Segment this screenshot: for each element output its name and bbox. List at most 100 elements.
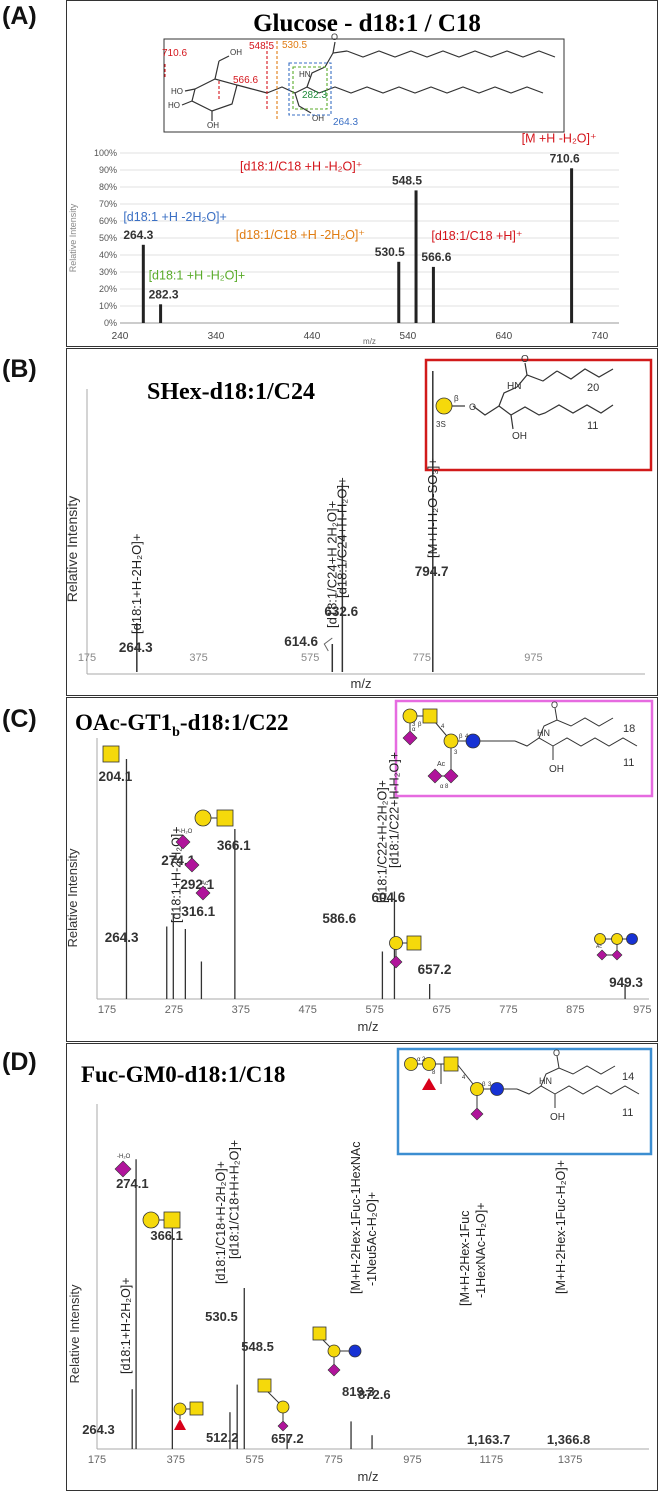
galnac-icon bbox=[216, 809, 234, 827]
x-axis-label: m/z bbox=[363, 337, 376, 346]
peak-label: 548.5 bbox=[392, 173, 422, 187]
frag-label: 548.5 bbox=[249, 41, 274, 52]
x-tick-label: 175 bbox=[98, 1004, 116, 1016]
svg-text:2: 2 bbox=[422, 1057, 426, 1063]
svg-text:Ac: Ac bbox=[596, 944, 602, 950]
peak-annotation: [M+H-2Hex-1Fuc-H₂O]+ bbox=[554, 1160, 568, 1294]
y-tick-label: 0% bbox=[104, 318, 117, 328]
peak-label: 614.6 bbox=[284, 634, 318, 649]
x-tick-label: 1175 bbox=[479, 1454, 503, 1466]
peak-label: 872.6 bbox=[358, 1387, 391, 1402]
svg-text:OH: OH bbox=[549, 764, 564, 775]
galactose-icon bbox=[389, 936, 403, 950]
frag-label: 710.6 bbox=[162, 48, 187, 59]
galnac-icon bbox=[422, 708, 438, 724]
galactose-icon bbox=[402, 708, 418, 724]
peak-label: 274.1 bbox=[116, 1176, 149, 1191]
x-tick-label: 575 bbox=[301, 652, 319, 664]
x-tick-label: 375 bbox=[167, 1454, 185, 1466]
panel-a: Glucose - d18:1 / C18 OH HO HO OH O HN O… bbox=[66, 0, 658, 347]
neu5ac-icon bbox=[175, 834, 191, 850]
x-tick-label: 575 bbox=[365, 1004, 383, 1016]
peak-bar bbox=[159, 304, 163, 323]
x-tick-label: 275 bbox=[165, 1004, 183, 1016]
leader-line bbox=[323, 637, 333, 652]
chart-c: OAc-GT1b-d18:1/C22 β 3 α 3 β bbox=[65, 699, 654, 1034]
frag-label: 282.3 bbox=[302, 90, 327, 101]
peak-bar bbox=[570, 168, 574, 323]
chart-title: Fuc-GM0-d18:1/C18 bbox=[81, 1062, 285, 1087]
peak-label: 657.2 bbox=[271, 1431, 304, 1446]
x-tick-label: 640 bbox=[496, 331, 513, 342]
peak-label: 819.3 bbox=[342, 1384, 375, 1399]
peak-label: 292.1 bbox=[180, 877, 214, 892]
svg-text:HN: HN bbox=[539, 1076, 552, 1086]
frag-label: 530.5 bbox=[282, 40, 307, 51]
svg-text:4: 4 bbox=[462, 1075, 466, 1081]
peak-annotation: [M+H-2Hex-1Fuc bbox=[458, 1210, 472, 1306]
peak-label: 548.5 bbox=[241, 1339, 274, 1354]
svg-text:O: O bbox=[331, 32, 338, 42]
neu5ac-icon bbox=[596, 949, 608, 961]
x-axis-label: m/z bbox=[358, 1019, 379, 1034]
peak-label: 632.6 bbox=[324, 604, 358, 619]
svg-text:OH: OH bbox=[550, 1112, 565, 1123]
panel-label-d: (D) bbox=[2, 1048, 37, 1076]
panel-d: Fuc-GM0-d18:1/C18 α 2 8 4 β 3 HN bbox=[66, 1043, 658, 1491]
chart-d: Fuc-GM0-d18:1/C18 α 2 8 4 β 3 HN bbox=[67, 1047, 653, 1484]
svg-text:8: 8 bbox=[445, 784, 449, 790]
svg-text:O: O bbox=[469, 402, 476, 412]
svg-text:3: 3 bbox=[488, 1082, 492, 1088]
svg-text:α: α bbox=[417, 1057, 421, 1063]
glycan-annotations: -H₂O Ac Ac bbox=[102, 745, 638, 969]
galnac-icon bbox=[189, 1401, 204, 1416]
peak-bar bbox=[431, 266, 435, 323]
panel-label-c: (C) bbox=[2, 705, 37, 733]
x-tick-label: 375 bbox=[232, 1004, 250, 1016]
svg-text:O: O bbox=[551, 700, 558, 710]
svg-text:-H₂O: -H₂O bbox=[179, 829, 193, 835]
svg-text:3: 3 bbox=[454, 750, 458, 756]
svg-text:3: 3 bbox=[412, 722, 416, 728]
x-tick-label: 340 bbox=[208, 331, 225, 342]
fucose-icon bbox=[422, 1078, 436, 1090]
svg-text:4: 4 bbox=[441, 724, 445, 730]
svg-text:11: 11 bbox=[587, 420, 598, 432]
svg-text:OH: OH bbox=[312, 114, 324, 123]
neu5ac-icon bbox=[277, 1420, 289, 1432]
svg-text:β: β bbox=[418, 722, 422, 728]
svg-text:HN: HN bbox=[537, 728, 550, 738]
peak-label: 566.6 bbox=[421, 250, 451, 264]
svg-text:O: O bbox=[553, 1048, 560, 1058]
svg-text:11: 11 bbox=[623, 757, 634, 769]
structure-inset: α 2 8 4 β 3 HN O 14 11 OH bbox=[396, 1047, 653, 1156]
y-tick-label: 20% bbox=[99, 284, 117, 294]
structure-inset: OH HO HO OH O HN OH 710.6 548.5 530.5 56… bbox=[162, 32, 565, 133]
peak-label: 604.6 bbox=[371, 890, 405, 905]
peak-label: 282.3 bbox=[149, 287, 179, 301]
svg-text:4: 4 bbox=[465, 734, 469, 740]
svg-text:18: 18 bbox=[623, 723, 635, 735]
svg-text:HN: HN bbox=[299, 70, 311, 79]
x-axis-label: m/z bbox=[358, 1469, 379, 1484]
neu5ac-icon bbox=[443, 768, 459, 784]
peak-annotation: [M+H-H₂O-SO₃]+ bbox=[425, 458, 440, 558]
neu5ac-icon bbox=[114, 1160, 132, 1178]
neu5ac-icon bbox=[611, 949, 623, 961]
x-tick-label: 775 bbox=[324, 1454, 342, 1466]
peak-annotation: [M+H-2Hex-1Fuc-1HexNAc bbox=[349, 1142, 363, 1294]
peak-annotation: [d18:1 +H -2H₂O]+ bbox=[123, 210, 227, 224]
peak-annotation: [d18:1/C18 +H -H₂O]⁺ bbox=[240, 159, 362, 173]
peak-label: 530.5 bbox=[205, 1309, 238, 1324]
fucose-icon bbox=[174, 1419, 186, 1430]
galactose-icon bbox=[142, 1211, 160, 1229]
neu5ac-icon bbox=[184, 857, 200, 873]
peak-annotation: [d18:1+H-2H₂O]+ bbox=[119, 1277, 133, 1374]
neu5ac-icon bbox=[470, 1107, 484, 1121]
x-tick-label: 575 bbox=[246, 1454, 264, 1466]
svg-text:HN: HN bbox=[507, 381, 521, 392]
peak-label: 530.5 bbox=[375, 245, 405, 259]
x-tick-label: 540 bbox=[400, 331, 417, 342]
